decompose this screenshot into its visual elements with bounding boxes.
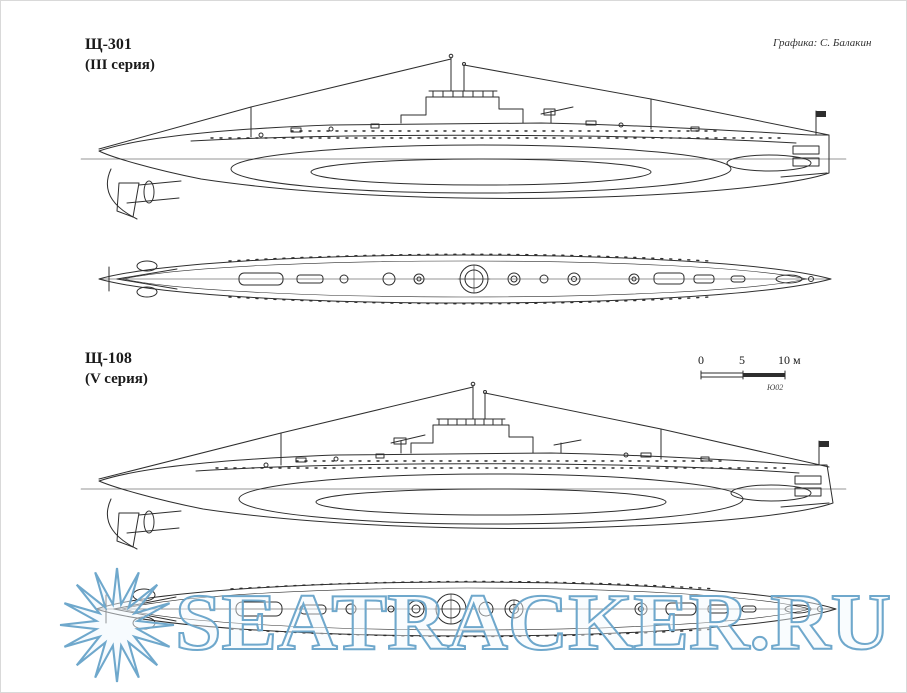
watermark-text: SEATRACKER.RU <box>175 579 891 667</box>
scale-note: Ю02 <box>767 383 784 392</box>
sub2-series: (V серия) <box>85 371 148 387</box>
sub1-label: Щ-301 (III серия) <box>85 35 155 75</box>
scale-bar: 0 5 10 м Ю02 <box>698 353 831 395</box>
sun-logo-icon <box>59 567 175 683</box>
sub1-hull <box>80 122 847 199</box>
sub2-deck-fittings <box>263 434 830 508</box>
sub1-series: (III серия) <box>85 57 155 73</box>
sub2-plan-view-drawing <box>95 580 837 638</box>
sub2-rigging <box>98 386 830 480</box>
sub1-plan-stern <box>108 260 178 298</box>
sub2-conning-tower <box>410 381 534 454</box>
watermark: SEATRACKER.RU <box>59 567 904 689</box>
sub2-plan-bow <box>784 604 823 614</box>
scale-tick-5: 5 <box>739 353 745 367</box>
scale-bar-graphic <box>700 370 786 380</box>
sub1-stern-gear <box>106 168 182 220</box>
sub2-side-view-drawing <box>80 381 847 550</box>
sub1-plan-fittings <box>238 264 746 294</box>
sub1-plan-bow <box>775 274 814 284</box>
credit-text: Графика: С. Балакин <box>773 37 872 49</box>
sub1-deck-fittings <box>258 106 828 178</box>
sub1-rigging <box>98 58 830 150</box>
sub1-plan-view-drawing <box>98 253 832 305</box>
sub2-label: Щ-108 (V серия) <box>85 349 148 389</box>
sub1-side-view-drawing <box>80 53 847 220</box>
watermark-text-graphic: SEATRACKER.RU <box>174 578 892 668</box>
sub2-hull <box>80 452 847 529</box>
scale-tick-0: 0 <box>698 353 704 367</box>
sub1-conning-tower <box>400 53 524 124</box>
sub2-plan-fittings <box>235 593 757 625</box>
sub2-stern-gear <box>106 498 182 550</box>
scale-tick-10: 10 м <box>778 353 801 367</box>
sub2-title: Щ-108 <box>85 350 132 367</box>
sub1-title: Щ-301 <box>85 36 132 53</box>
